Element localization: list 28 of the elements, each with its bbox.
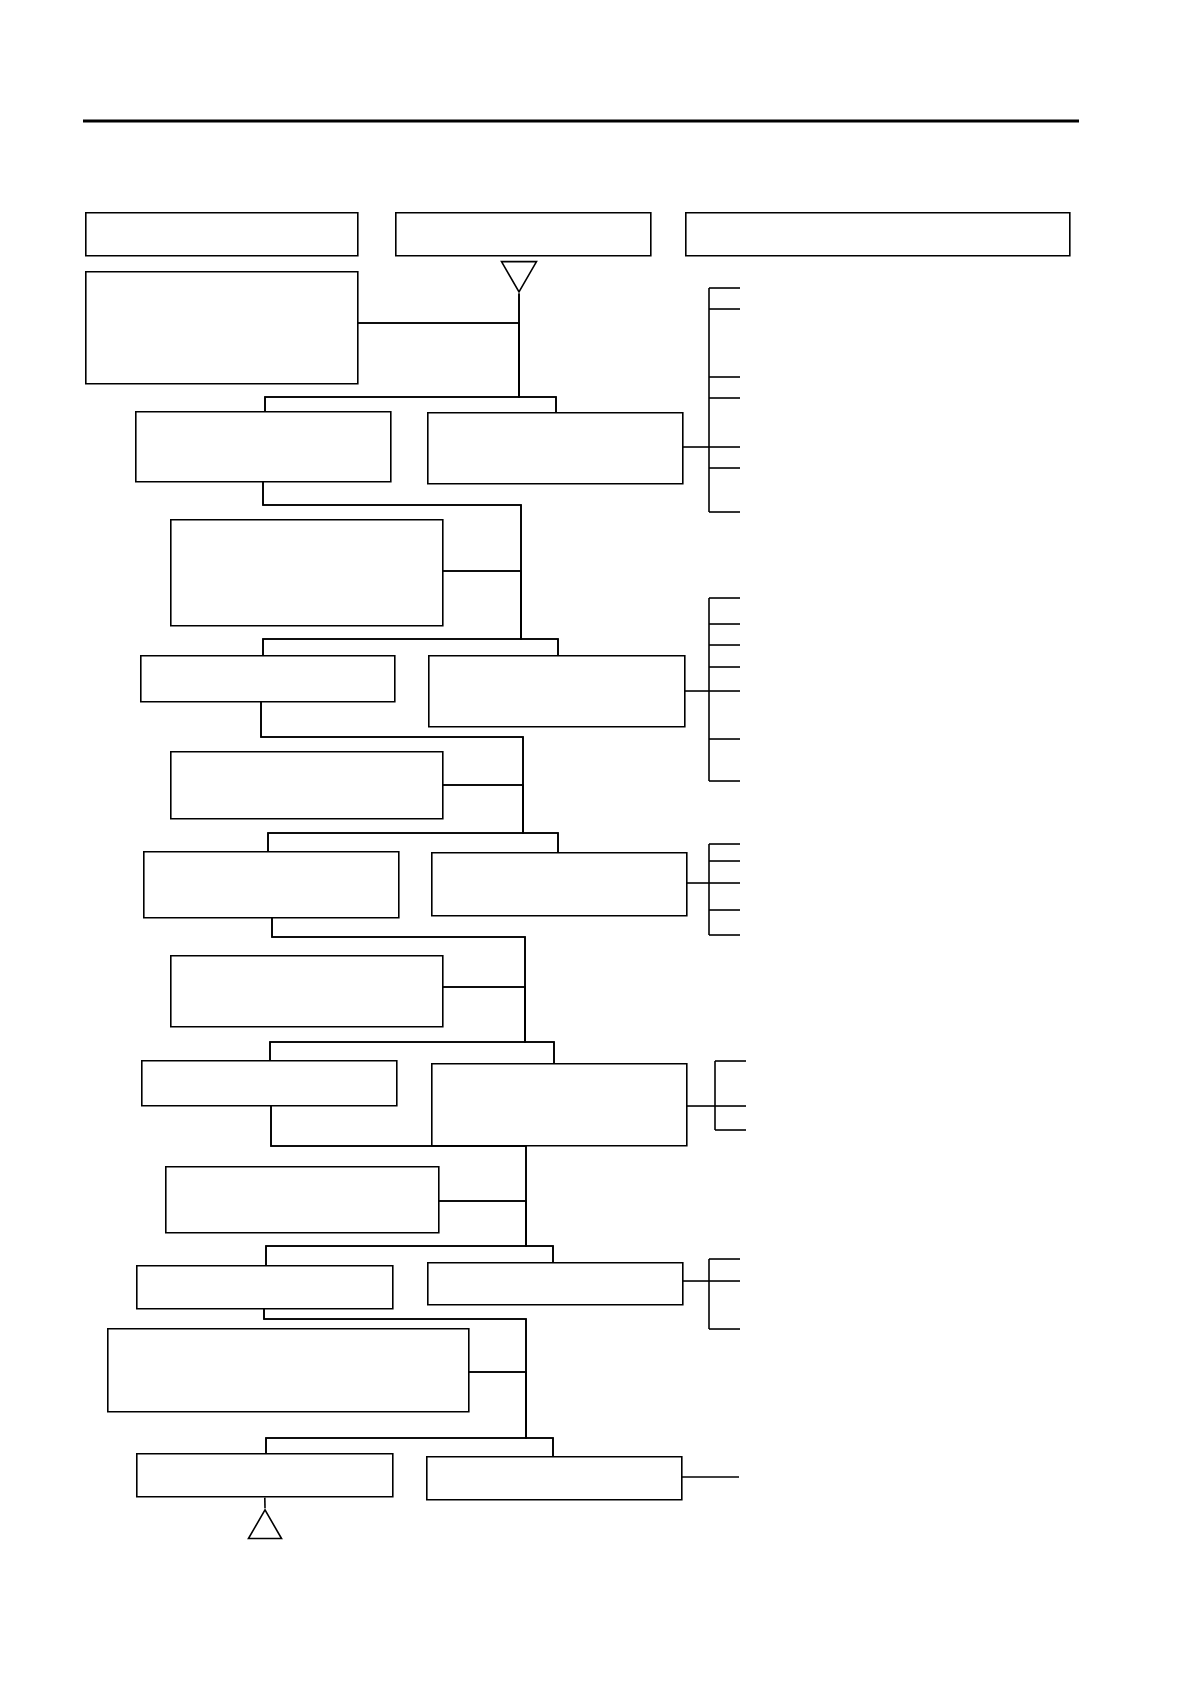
connector	[356, 322, 557, 413]
process-box	[427, 412, 684, 485]
connector	[467, 1371, 554, 1457]
connector	[441, 570, 559, 656]
process-box	[136, 1453, 394, 1498]
process-box	[395, 212, 652, 257]
process-box	[135, 411, 392, 483]
process-box	[143, 851, 400, 919]
process-box	[431, 852, 688, 917]
process-box	[426, 1456, 683, 1501]
process-box	[85, 271, 359, 385]
process-box	[170, 751, 444, 820]
process-box	[141, 1060, 398, 1107]
connector	[437, 1200, 554, 1263]
process-box	[431, 1063, 688, 1147]
process-box	[107, 1328, 470, 1413]
process-box	[427, 1262, 684, 1306]
process-box	[136, 1265, 394, 1310]
connector	[264, 1496, 266, 1510]
process-box	[428, 655, 686, 728]
connector	[441, 986, 555, 1064]
process-box	[140, 655, 396, 703]
process-box	[170, 519, 444, 627]
connector	[441, 784, 559, 853]
process-box	[85, 212, 359, 257]
process-box	[165, 1166, 440, 1234]
process-box	[170, 955, 444, 1028]
process-box	[685, 212, 1071, 257]
